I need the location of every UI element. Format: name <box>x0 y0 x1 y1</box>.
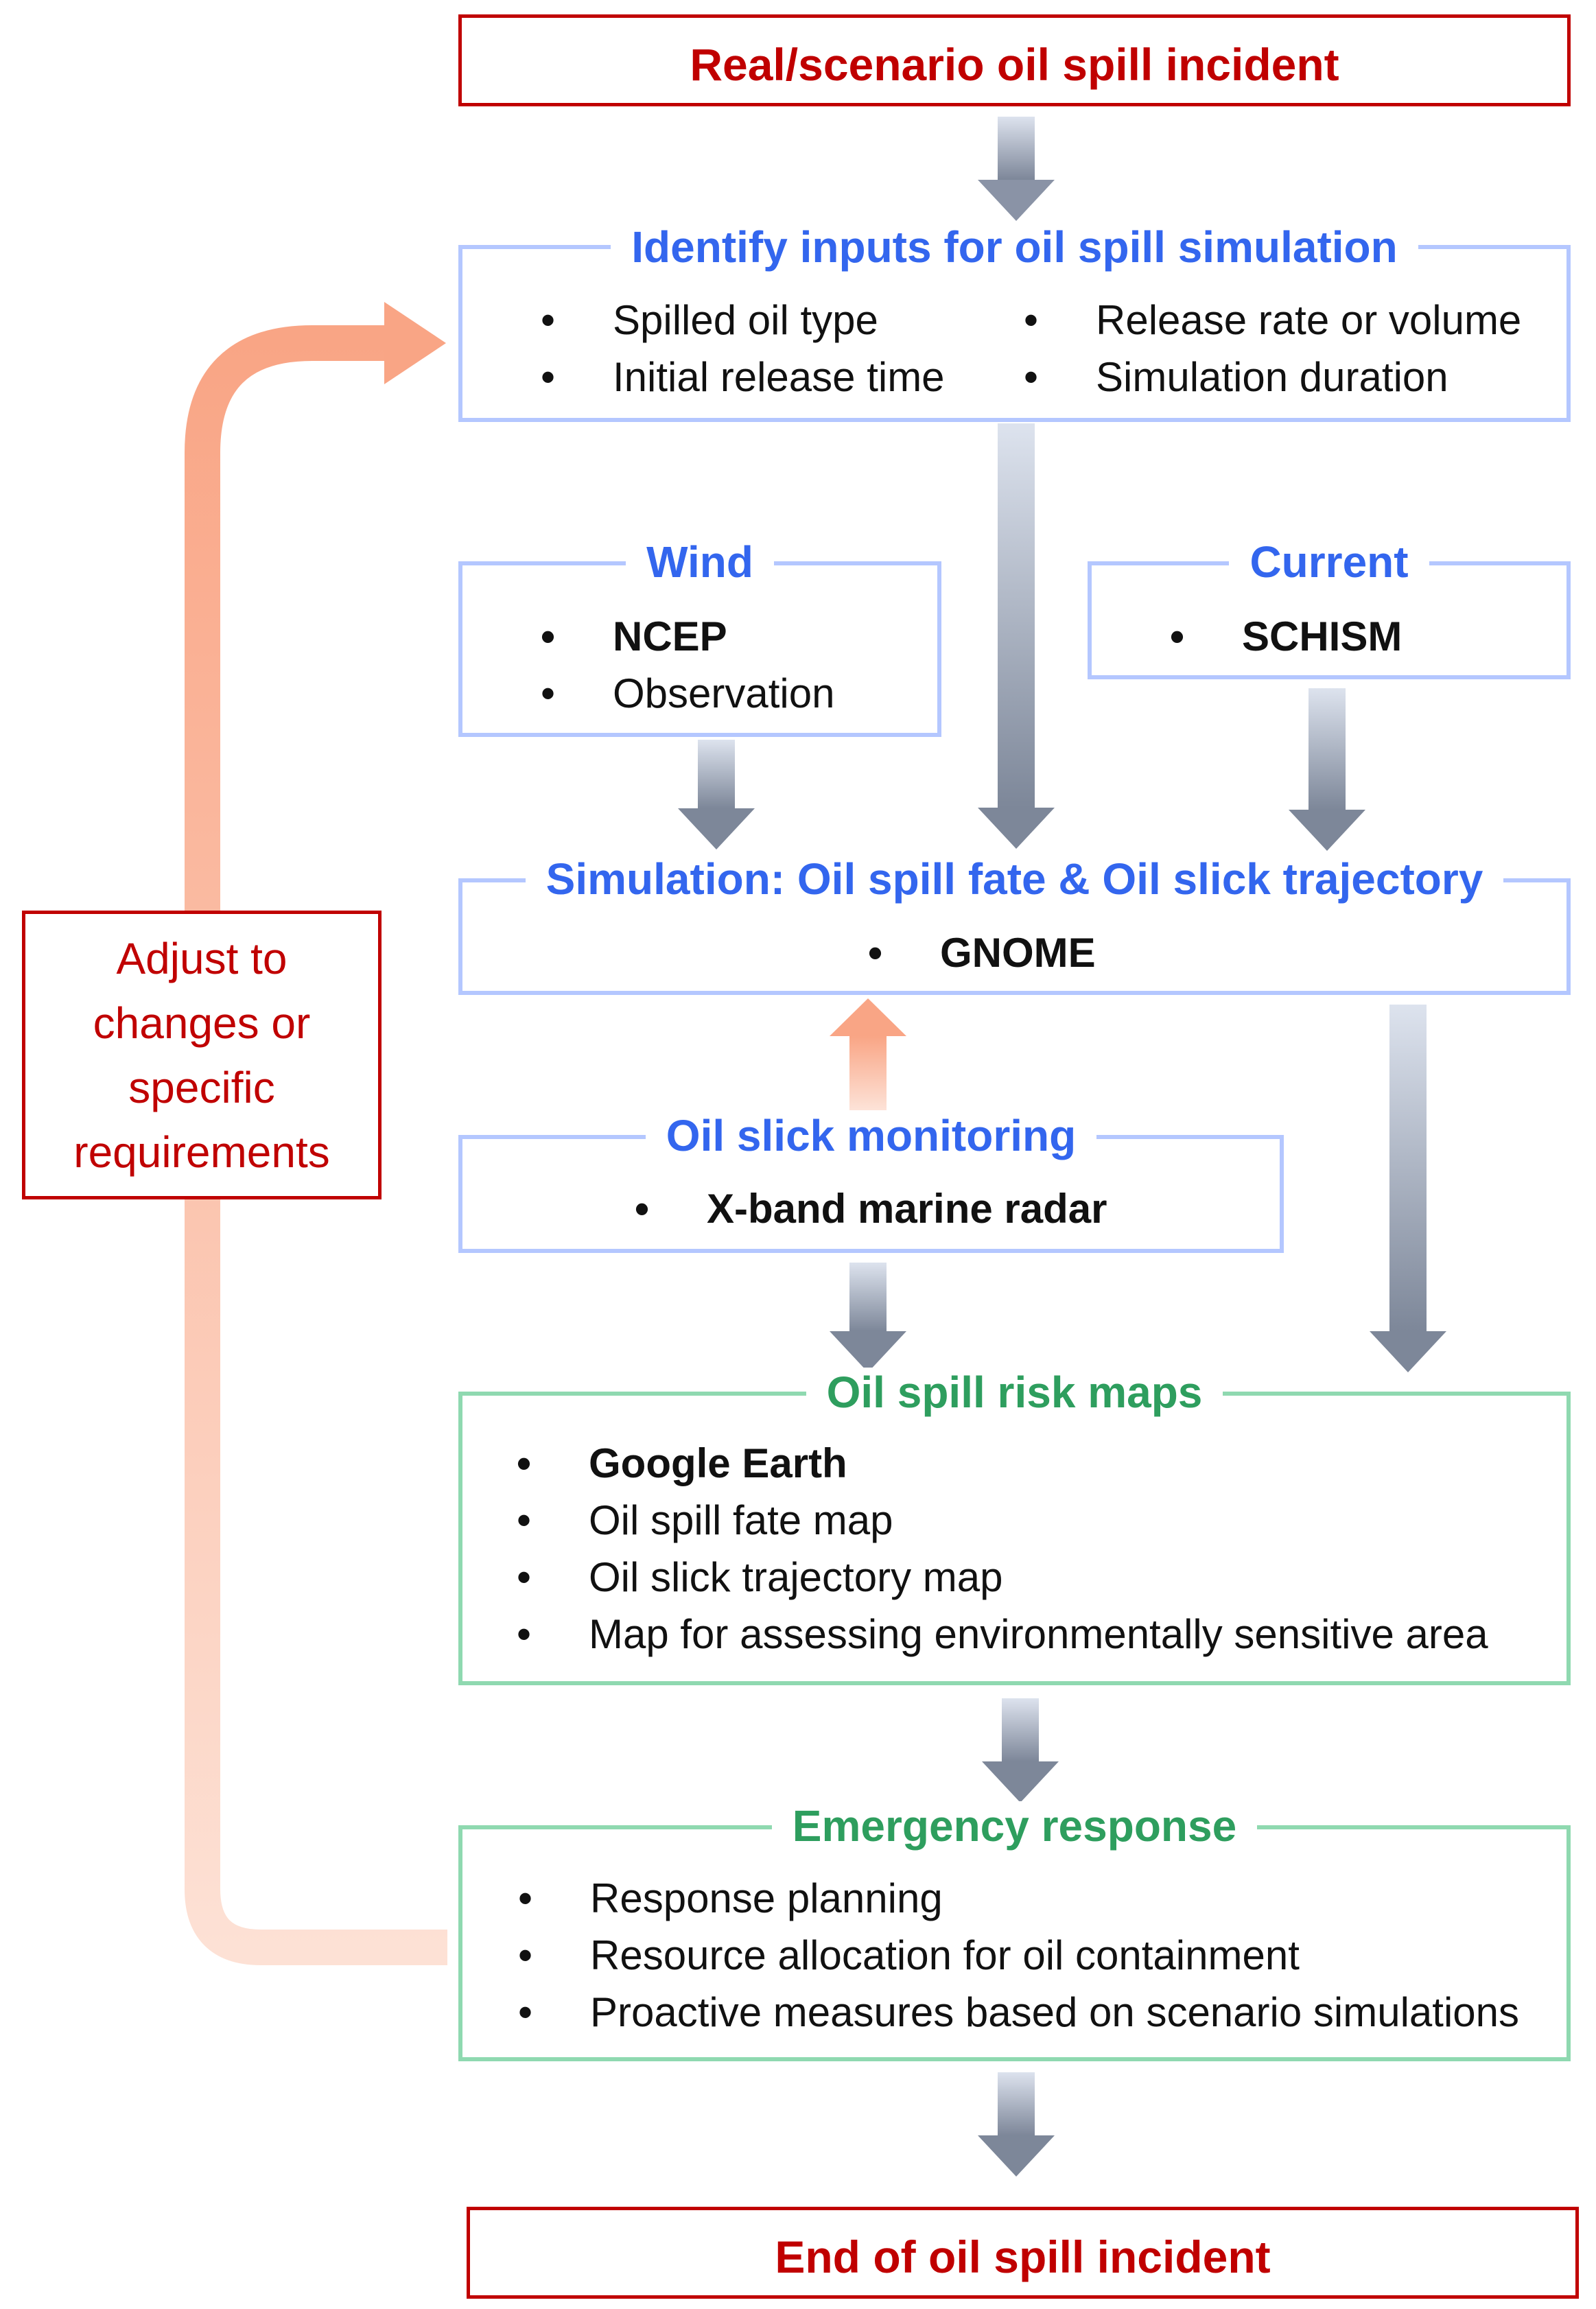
simulation-item-gnome: •GNOME <box>868 930 1096 976</box>
riskmaps-item-sensitive-area: •Map for assessing environmentally sensi… <box>517 1611 1488 1657</box>
inputs-box: Identify inputs for oil spill simulation <box>458 222 1571 422</box>
arrow-simulation-to-riskmaps <box>1370 1005 1446 1372</box>
emergency-item-proactive-measures: •Proactive measures based on scenario si… <box>518 1989 1520 2035</box>
feedback-note: Adjust to changes or specific requiremen… <box>22 911 382 1199</box>
emergency-item-planning: •Response planning <box>518 1875 943 1921</box>
arrow-wind-to-simulation <box>678 740 755 849</box>
feedback-arrow-head <box>384 302 446 384</box>
feedback-line-1: Adjust to <box>116 934 287 983</box>
wind-title: Wind <box>462 537 937 587</box>
arrow-monitoring-to-simulation <box>830 998 906 1110</box>
feedback-loop-arrow <box>185 325 447 1965</box>
monitoring-box: Oil slick monitoring <box>458 1111 1284 1253</box>
wind-item-observation: •Observation <box>541 670 835 716</box>
arrow-emergency-to-end <box>978 2072 1055 2177</box>
arrow-riskmaps-to-emergency <box>982 1698 1059 1803</box>
arrow-inputs-to-simulation <box>978 423 1055 849</box>
end-title: End of oil spill incident <box>775 2231 1271 2282</box>
arrow-monitoring-to-riskmaps <box>830 1263 906 1372</box>
feedback-line-2: changes or <box>93 998 311 1048</box>
end-box: End of oil spill incident <box>467 2207 1579 2299</box>
start-box: Real/scenario oil spill incident <box>458 14 1571 106</box>
start-title: Real/scenario oil spill incident <box>690 39 1339 90</box>
inputs-title: Identify inputs for oil spill simulation <box>462 222 1566 272</box>
inputs-item-duration: •Simulation duration <box>1024 354 1448 400</box>
riskmaps-box: Oil spill risk maps <box>458 1368 1571 1685</box>
monitoring-title: Oil slick monitoring <box>462 1110 1280 1161</box>
inputs-item-oil-type: •Spilled oil type <box>541 297 878 343</box>
inputs-item-release-time: •Initial release time <box>541 354 945 400</box>
arrow-start-to-inputs <box>978 117 1055 221</box>
riskmaps-item-trajectory-map: •Oil slick trajectory map <box>517 1554 1003 1600</box>
current-title: Current <box>1092 537 1566 587</box>
feedback-line-3: specific <box>128 1063 275 1112</box>
riskmaps-item-google-earth: •Google Earth <box>517 1440 847 1486</box>
arrow-current-to-simulation <box>1289 688 1365 851</box>
feedback-line-4: requirements <box>73 1127 330 1177</box>
riskmaps-item-fate-map: •Oil spill fate map <box>517 1497 893 1543</box>
inputs-title-text: Identify inputs for oil spill simulation <box>611 222 1418 272</box>
emergency-item-resource-allocation: •Resource allocation for oil containment <box>518 1932 1300 1978</box>
simulation-title: Simulation: Oil spill fate & Oil slick t… <box>462 854 1566 904</box>
riskmaps-title: Oil spill risk maps <box>462 1367 1566 1418</box>
wind-item-ncep: •NCEP <box>541 613 727 659</box>
current-item-schism: •SCHISM <box>1170 613 1403 659</box>
current-box: Current <box>1088 537 1571 679</box>
monitoring-item-radar: •X-band marine radar <box>635 1186 1107 1232</box>
simulation-box: Simulation: Oil spill fate & Oil slick t… <box>458 854 1571 995</box>
emergency-box: Emergency response <box>458 1801 1571 2061</box>
emergency-title: Emergency response <box>462 1801 1566 1851</box>
wind-box: Wind <box>458 537 941 737</box>
inputs-item-release-rate: •Release rate or volume <box>1024 297 1522 343</box>
